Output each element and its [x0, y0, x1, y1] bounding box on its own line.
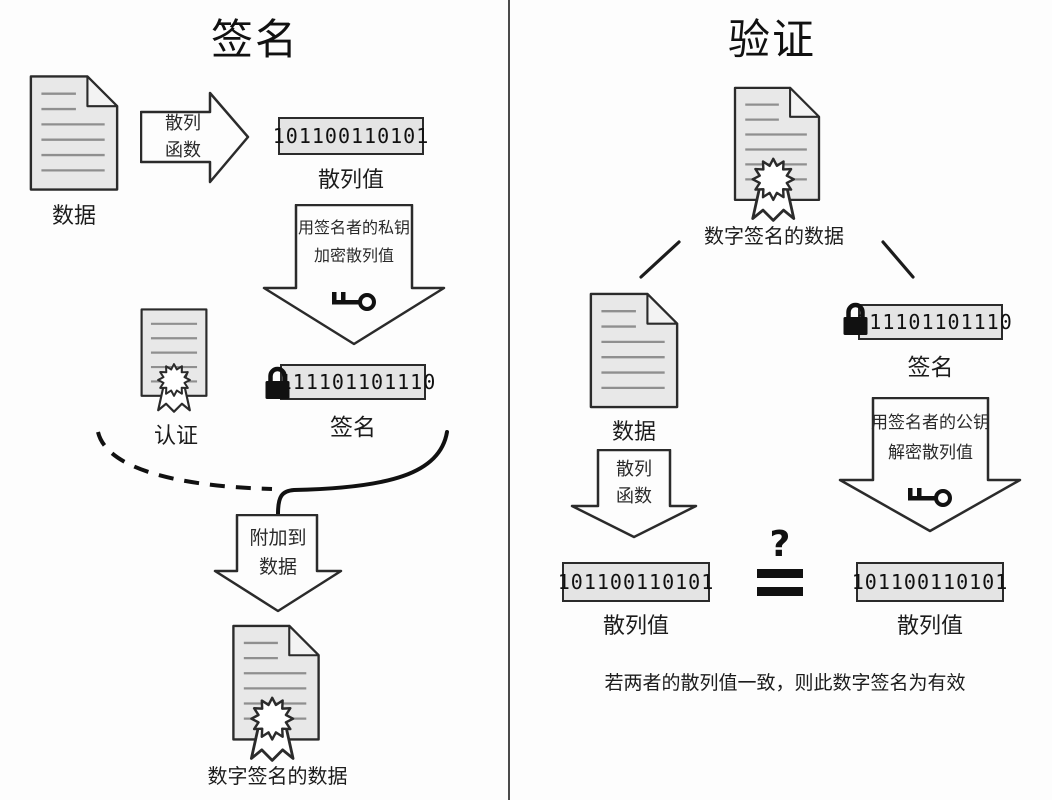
key-icon	[332, 292, 376, 311]
hash-arrow-down-icon	[570, 449, 698, 539]
question-mark: ?	[769, 524, 791, 565]
dogear-fold	[86, 75, 119, 108]
conclusion-text: 若两者的散列值一致，则此数字签名为有效	[604, 672, 966, 694]
signature-label: 签名	[907, 355, 954, 381]
hash-value-label-right: 散列值	[896, 614, 963, 639]
equals-bar-bottom	[757, 587, 803, 596]
encrypt-arrow-down-icon	[262, 204, 446, 346]
document-icon	[29, 75, 119, 191]
data-doc-label: 数据	[51, 204, 96, 229]
dashed-curve	[96, 431, 273, 491]
attach-arrow-down-icon	[213, 514, 343, 613]
signature-value-box: 111101101110	[856, 304, 1012, 340]
panel-divider	[508, 0, 510, 800]
document-icon	[589, 292, 679, 409]
signed-data-label: 数字签名的数据	[207, 764, 348, 788]
signed-data-label: 数字签名的数据	[704, 224, 844, 248]
dogear-fold	[789, 86, 821, 118]
hash-value-label-left: 散列值	[602, 614, 669, 639]
lock-icon	[843, 302, 868, 335]
hash-arrow-right-icon	[140, 91, 250, 184]
seal-icon	[157, 363, 191, 413]
certificate-label: 认证	[153, 424, 198, 449]
dogear-fold	[646, 292, 679, 325]
verify-panel-title: 验证	[727, 15, 816, 64]
data-doc-label: 数据	[611, 420, 656, 445]
sign-panel-title: 签名	[210, 15, 299, 64]
seal-icon	[751, 157, 796, 222]
signed-document-icon	[733, 86, 821, 222]
dogear-fold	[288, 624, 320, 657]
text-lines	[41, 92, 105, 172]
certificate-document-icon	[140, 308, 208, 413]
hash-fn-arrow-text: 散列 函数	[616, 459, 652, 507]
text-lines	[601, 310, 665, 390]
equals-bar-top	[757, 569, 803, 578]
hash-value-box: 101100110101	[273, 117, 428, 155]
signature-value-box: 111101101110	[280, 364, 435, 400]
split-connectors	[639, 240, 915, 279]
lock-icon	[265, 366, 290, 399]
attach-arrow-text: 附加到 数据	[249, 527, 307, 578]
hash-value-box-left: 101100110101	[558, 562, 713, 602]
signature-label: 签名	[330, 415, 376, 441]
hash-fn-arrow-text: 散列 函数	[165, 113, 201, 161]
encrypt-arrow-text: 用签名者的私钥 加密散列值	[297, 218, 410, 265]
decrypt-arrow-text: 用签名者的公钥 解密散列值	[871, 413, 990, 463]
decrypt-arrow-down-icon	[838, 397, 1022, 533]
seal-icon	[249, 696, 295, 762]
solid-curve	[276, 430, 449, 516]
signed-document-icon	[232, 624, 320, 762]
merge-connector	[96, 430, 449, 516]
hash-value-label: 散列值	[317, 168, 384, 193]
hash-value-box-right: 101100110101	[852, 562, 1007, 602]
key-icon	[908, 488, 952, 507]
